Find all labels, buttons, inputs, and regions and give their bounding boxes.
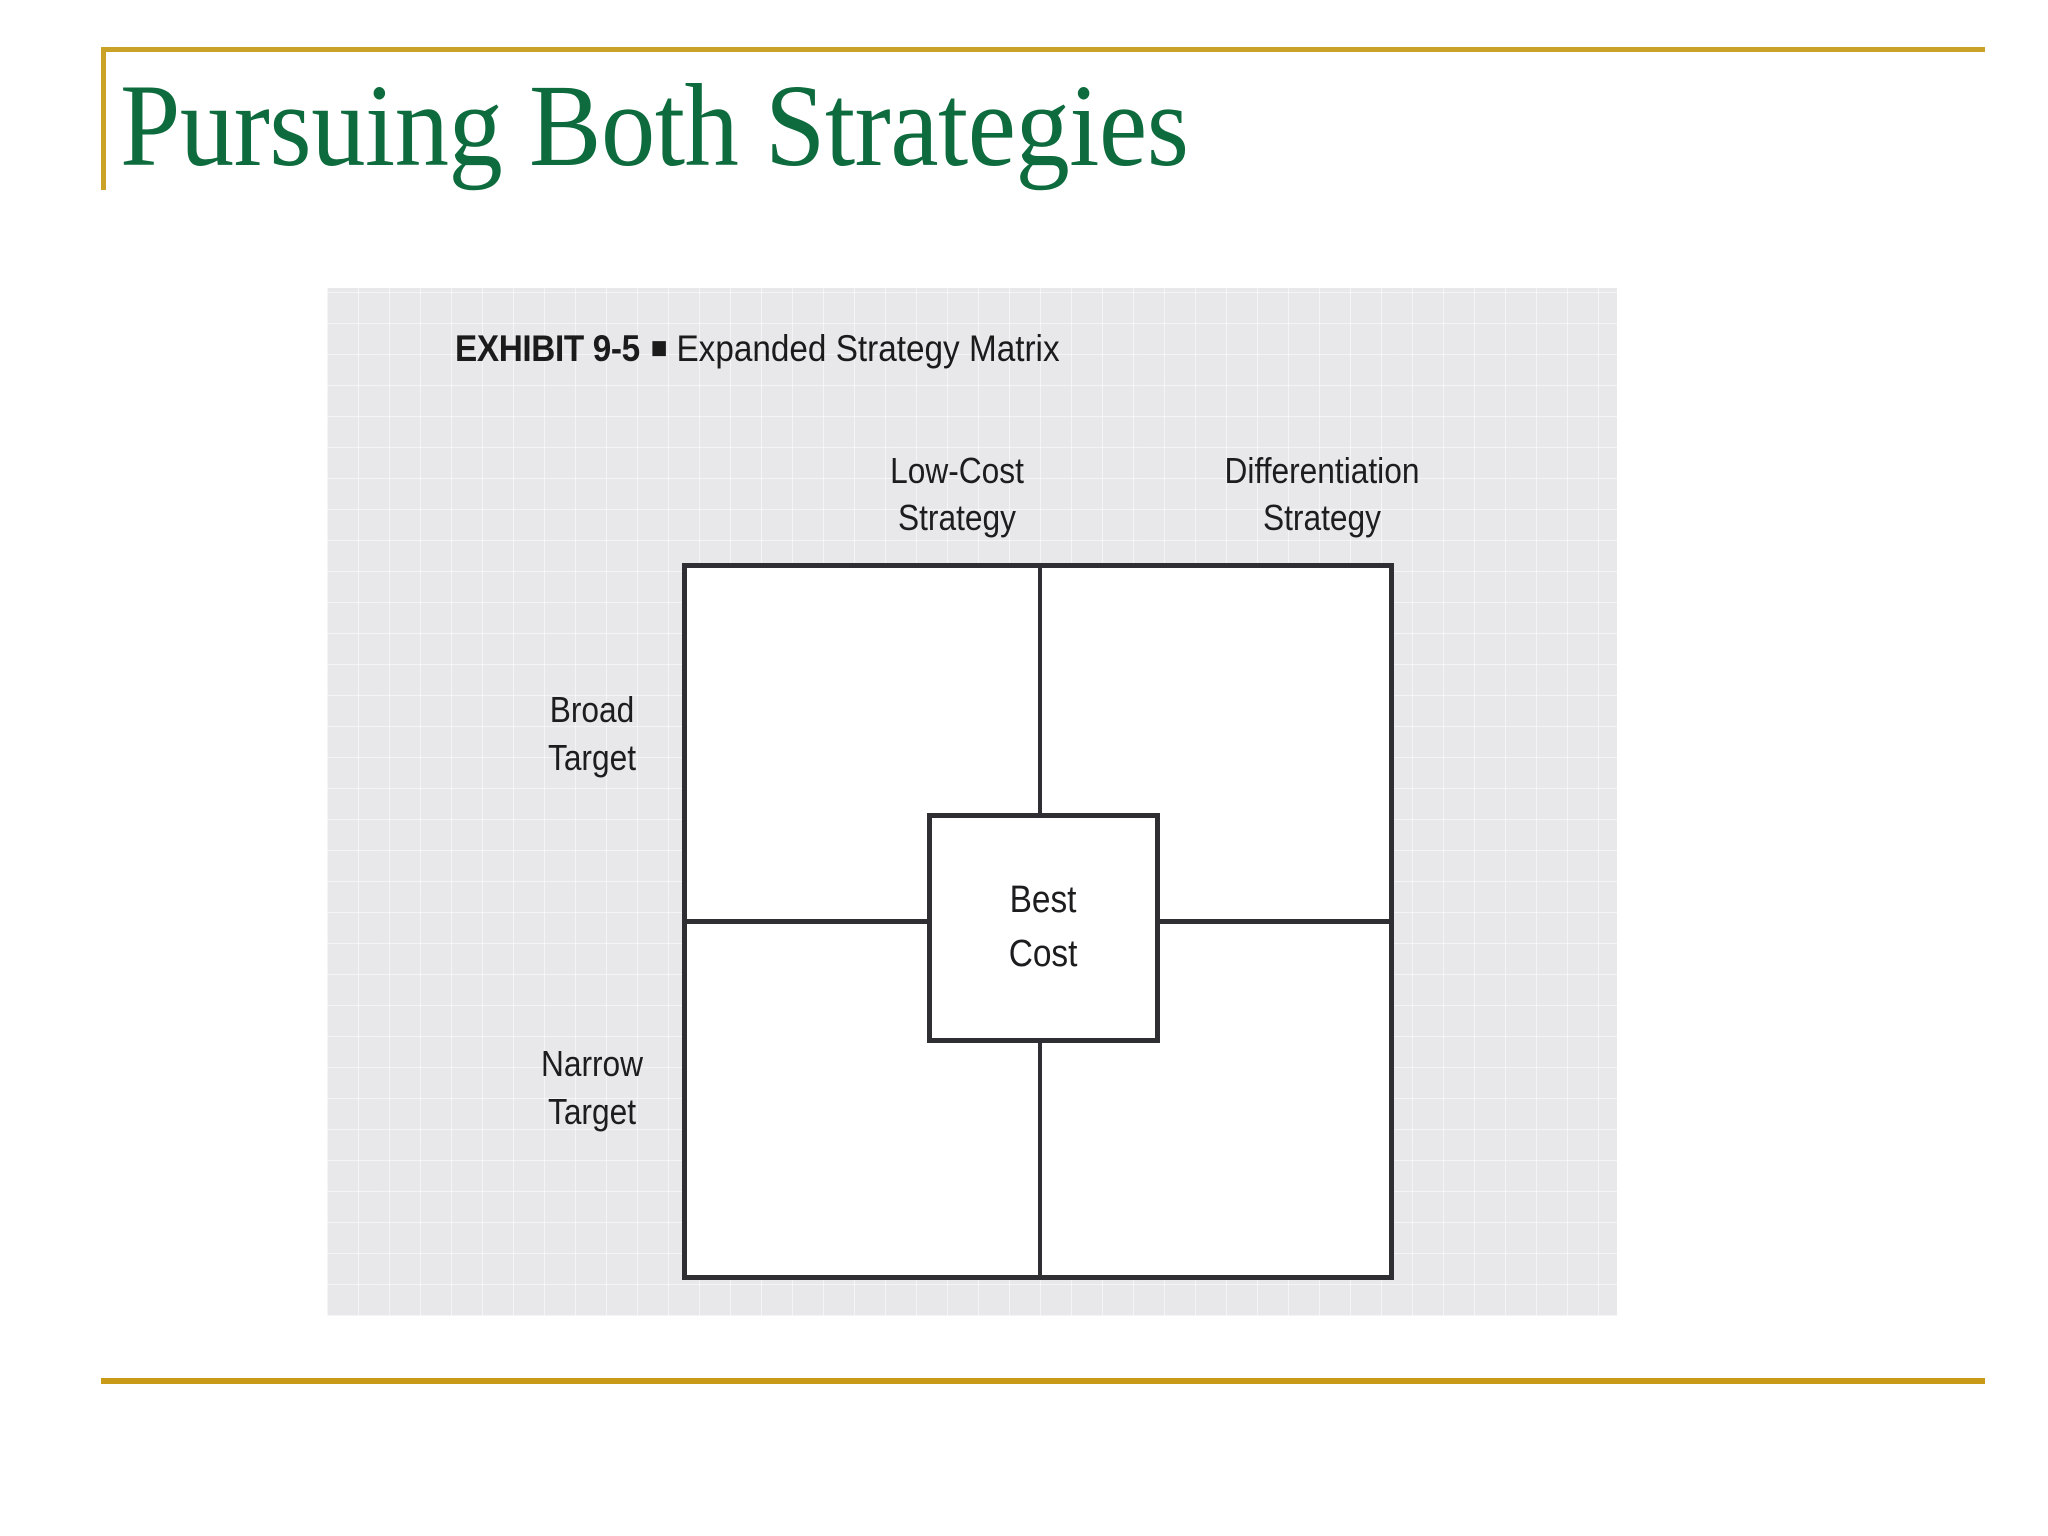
row-header-broad-line1: Broad: [549, 689, 635, 730]
title-rule-top: [101, 47, 1985, 52]
row-header-narrow-target: Narrow Target: [495, 1040, 689, 1135]
square-bullet-icon: ■: [650, 330, 668, 365]
column-header-low-cost-line1: Low-Cost: [890, 450, 1024, 491]
row-header-broad-target: Broad Target: [495, 686, 689, 781]
exhibit-label: EXHIBIT 9-5: [455, 328, 640, 369]
row-header-broad-line2: Target: [547, 736, 637, 778]
row-header-narrow-line1: Narrow: [540, 1043, 644, 1084]
page-title: Pursuing Both Strategies: [120, 60, 1189, 191]
best-cost-line2: Cost: [1009, 933, 1078, 975]
column-header-differentiation-line1: Differentiation: [1224, 450, 1420, 491]
column-header-differentiation-line2: Strategy: [1262, 496, 1381, 538]
best-cost-line1: Best: [1010, 879, 1077, 922]
exhibit-panel: EXHIBIT 9-5 ■Expanded Strategy Matrix Low…: [327, 288, 1617, 1316]
column-header-differentiation: Differentiation Strategy: [1177, 448, 1467, 542]
row-header-narrow-line2: Target: [547, 1090, 637, 1132]
exhibit-caption: EXHIBIT 9-5 ■Expanded Strategy Matrix: [455, 328, 1060, 370]
column-header-low-cost-line2: Strategy: [897, 496, 1016, 538]
title-rule-left: [101, 47, 106, 190]
column-header-low-cost: Low-Cost Strategy: [821, 448, 1094, 542]
footer-rule: [101, 1378, 1985, 1384]
best-cost-box: Best Cost: [927, 813, 1160, 1043]
exhibit-caption-text: Expanded Strategy Matrix: [676, 328, 1060, 369]
